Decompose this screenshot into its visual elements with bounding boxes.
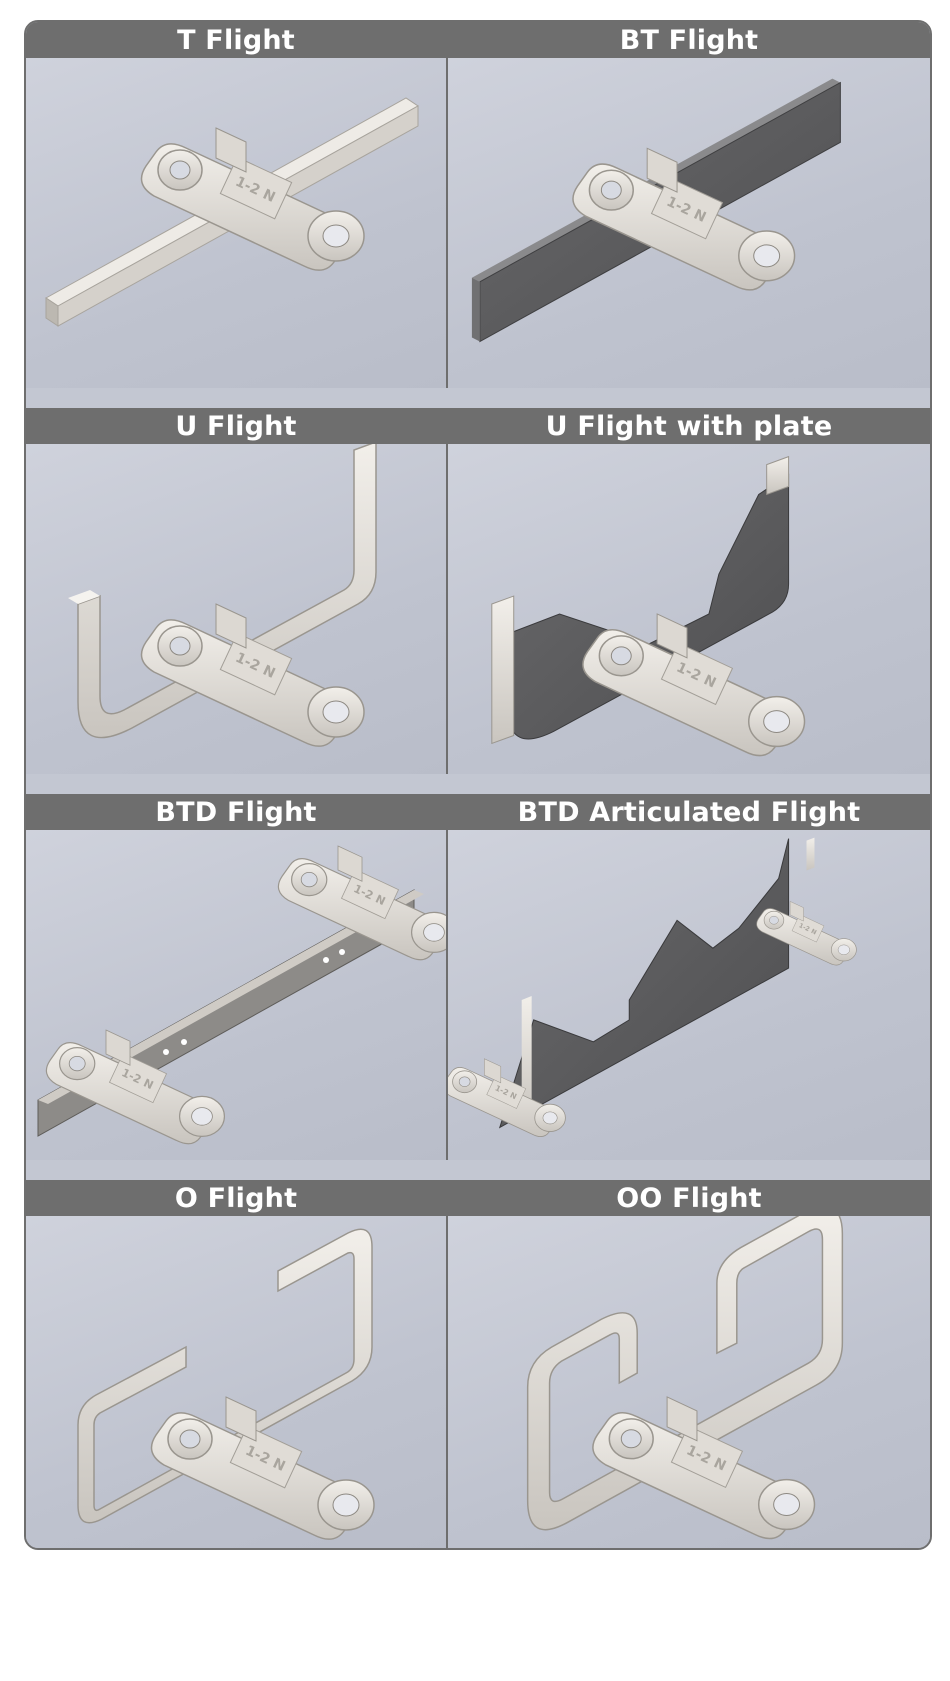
panel-u-flight-with-plate: U Flight with plate (446, 408, 930, 774)
o-flight-illustration (77, 1228, 375, 1540)
u-flight-illustration (68, 444, 377, 747)
panel-title: T Flight (26, 22, 446, 58)
panel-title: OO Flight (448, 1180, 930, 1216)
oo-flight-illustration (526, 1216, 844, 1540)
bt-flight-illustration (471, 78, 841, 343)
row-1: T Flight BT Flight (26, 22, 930, 388)
panel-title: BTD Articulated Flight (448, 794, 930, 830)
btd-articulated-flight-illustration (448, 837, 857, 1138)
panel-btd-articulated-flight: BTD Articulated Flight (446, 794, 930, 1160)
row-4: O Flight OO Flight (26, 1180, 930, 1548)
row-2: U Flight U Flight with plate (26, 408, 930, 774)
panel-btd-flight: BTD Flight (26, 794, 446, 1160)
t-flight-illustration (45, 97, 419, 327)
panel-title: U Flight with plate (448, 408, 930, 444)
u-flight-with-plate-illustration (491, 455, 806, 757)
panel-oo-flight: OO Flight (446, 1180, 930, 1548)
panel-t-flight: T Flight (26, 22, 446, 388)
btd-flight-illustration (37, 845, 446, 1145)
panel-title: U Flight (26, 408, 446, 444)
panel-bt-flight: BT Flight (446, 22, 930, 388)
panel-o-flight: O Flight (26, 1180, 446, 1548)
row-3: BTD Flight BTD Articulated Flight (26, 794, 930, 1160)
panel-u-flight: U Flight (26, 408, 446, 774)
flight-types-grid: T Flight BT Flight (24, 20, 932, 1550)
panel-title: BTD Flight (26, 794, 446, 830)
panel-title: O Flight (26, 1180, 446, 1216)
panel-title: BT Flight (448, 22, 930, 58)
